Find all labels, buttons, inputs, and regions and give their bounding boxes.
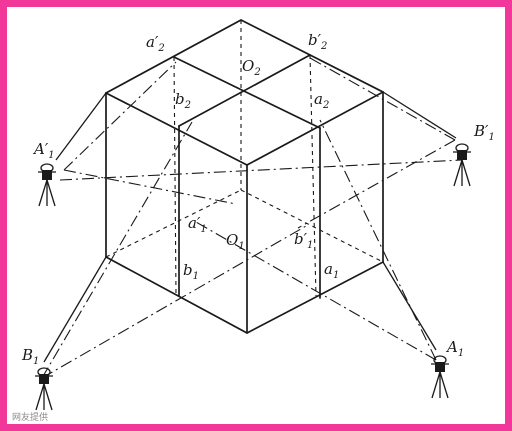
sight-line-a1p-o1 — [63, 169, 237, 205]
hidden-axis-a-line — [309, 54, 317, 297]
ray-to-station-a1p — [55, 92, 107, 161]
label-station-a1-prime: A′1 — [32, 140, 55, 161]
station-rays — [43, 91, 457, 363]
label-a1: a1 — [324, 260, 339, 281]
label-a2: a2 — [314, 90, 329, 111]
sight-line-a1p-a2p — [63, 61, 177, 171]
label-a2-prime: a′2 — [146, 33, 165, 54]
label-station-b1-prime: B′1 — [473, 122, 495, 143]
bottom-front-edges — [105, 256, 384, 334]
label-station-a1: A1 — [445, 338, 464, 359]
sight-lines — [41, 57, 463, 379]
theodolite-icon — [38, 163, 56, 207]
sight-line-b1-b2 — [41, 121, 193, 379]
label-b2-prime: b′2 — [308, 31, 327, 52]
ray-to-station-b1 — [43, 256, 107, 363]
label-a1-prime: a′1 — [188, 214, 207, 235]
building-outline — [105, 19, 384, 334]
ray-to-station-b1p — [382, 91, 457, 139]
hidden-bottom-left-edge — [105, 189, 242, 258]
top-front-right-edge — [246, 91, 384, 166]
hidden-edges — [105, 20, 384, 297]
watermark: 网友提供 — [12, 411, 48, 423]
label-b2: b2 — [175, 90, 191, 111]
label-b1-prime: b′1 — [294, 230, 313, 251]
top-front-left-edge — [105, 92, 248, 166]
top-grid-line-2 — [178, 54, 311, 127]
top-back-edges — [105, 19, 384, 94]
theodolite-icon — [453, 143, 471, 187]
sight-line-a1-a2 — [319, 119, 437, 361]
label-station-b1: B1 — [21, 346, 39, 367]
sight-line-a1-a1p — [195, 221, 437, 361]
sight-line-b1p-b1p — [297, 139, 456, 229]
hidden-bottom-right-edge — [240, 189, 384, 263]
theodolite-icon — [431, 355, 449, 399]
sight-line-a1-b1 — [59, 159, 463, 181]
label-b1: b1 — [183, 261, 199, 282]
top-grid-line-1 — [173, 56, 321, 129]
label-o2: O2 — [242, 57, 261, 78]
label-o1: O1 — [226, 231, 245, 252]
theodolite-icon — [35, 367, 53, 411]
sight-line-b1-b1p — [41, 225, 307, 379]
ray-to-station-a1 — [382, 261, 437, 351]
